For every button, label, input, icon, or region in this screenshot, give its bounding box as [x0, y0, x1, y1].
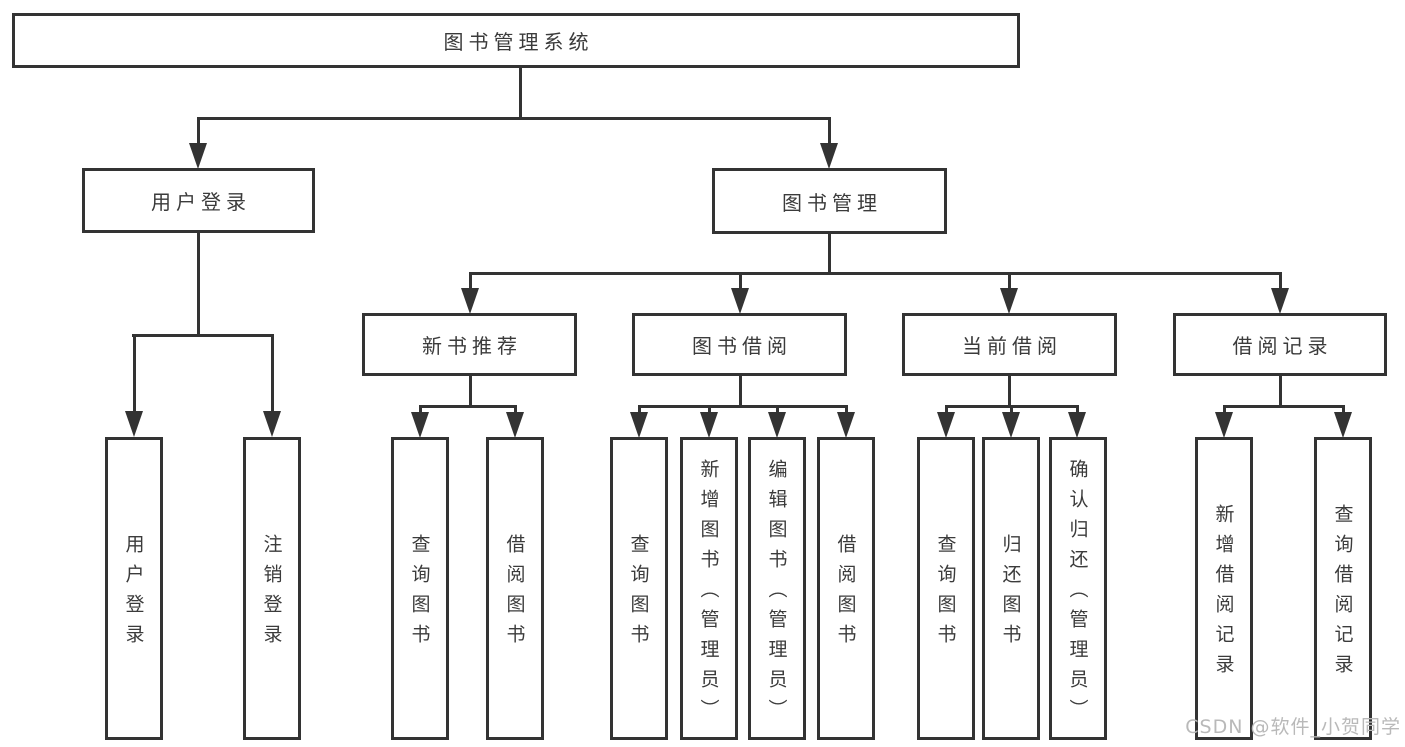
connector-root-stem: [519, 66, 522, 119]
connector-drop-add-record: [1223, 405, 1226, 414]
leaf-borrow-books-2: 借阅图书: [817, 437, 875, 740]
arrow-down-icon: [263, 411, 281, 437]
leaf-return-book: 归还图书: [982, 437, 1040, 740]
arrow-down-icon: [768, 412, 786, 438]
leaf-query-borrow-record-label: 查询借阅记录: [1331, 504, 1354, 684]
connector-drop-new-books: [469, 272, 472, 290]
leaf-user-login-label: 用户登录: [122, 534, 145, 654]
arrow-down-icon: [937, 412, 955, 438]
connector-drop-edit-book: [776, 405, 779, 414]
connector-drop-add-book: [708, 405, 711, 414]
node-new-book-recommend-label: 新书推荐: [422, 334, 522, 358]
leaf-add-book-admin-label: 新增图书（管理员）: [697, 459, 720, 729]
leaf-query-books-3: 查询图书: [917, 437, 975, 740]
connector-user-login-stem: [197, 232, 200, 336]
node-book-borrow: 图书借阅: [632, 313, 847, 376]
connector-drop-borrow-books-2: [845, 405, 848, 414]
connector-drop-leaf-logout: [271, 334, 274, 411]
leaf-query-books-2-label: 查询图书: [627, 534, 650, 654]
connector-drop-query-record: [1342, 405, 1345, 414]
node-user-login-label: 用户登录: [151, 190, 251, 214]
leaf-query-books-1: 查询图书: [391, 437, 449, 740]
arrow-down-icon: [1334, 412, 1352, 438]
connector-book-borrow-stem: [739, 374, 742, 407]
connector-drop-current-borrow: [1008, 272, 1011, 290]
arrow-down-icon: [1068, 412, 1086, 438]
connector-drop-leaf-user-login: [133, 334, 136, 411]
node-current-borrow: 当前借阅: [902, 313, 1117, 376]
connector-drop-query-books-2: [638, 405, 641, 414]
connector-book-borrow-branch: [638, 405, 847, 408]
leaf-logout-label: 注销登录: [260, 534, 283, 654]
leaf-edit-book-admin-label: 编辑图书（管理员）: [765, 459, 788, 729]
arrow-down-icon: [630, 412, 648, 438]
arrow-down-icon: [820, 143, 838, 169]
arrow-down-icon: [506, 412, 524, 438]
leaf-borrow-books-1-label: 借阅图书: [503, 534, 526, 654]
arrow-down-icon: [189, 143, 207, 169]
leaf-confirm-return-admin: 确认归还（管理员）: [1049, 437, 1107, 740]
node-root: 图书管理系统: [12, 13, 1020, 68]
connector-drop-query-books-1: [419, 405, 422, 414]
node-book-borrow-label: 图书借阅: [692, 334, 792, 358]
node-borrow-records-label: 借阅记录: [1232, 334, 1333, 358]
leaf-add-borrow-record: 新增借阅记录: [1195, 437, 1253, 740]
node-user-login: 用户登录: [82, 168, 315, 233]
connector-drop-book-mgmt: [828, 117, 831, 148]
connector-root-branch: [197, 117, 831, 120]
csdn-watermark: CSDN @软件_小贺同学: [1185, 716, 1401, 738]
leaf-query-borrow-record: 查询借阅记录: [1314, 437, 1372, 740]
node-borrow-records: 借阅记录: [1173, 313, 1387, 376]
leaf-return-book-label: 归还图书: [999, 534, 1022, 654]
arrow-down-icon: [411, 412, 429, 438]
node-current-borrow-label: 当前借阅: [962, 334, 1062, 358]
leaf-query-books-2: 查询图书: [610, 437, 668, 740]
leaf-query-books-3-label: 查询图书: [934, 534, 957, 654]
arrow-down-icon: [731, 288, 749, 314]
connector-new-books-branch: [419, 405, 517, 408]
node-new-book-recommend: 新书推荐: [362, 313, 577, 376]
connector-drop-borrow-records: [1279, 272, 1282, 290]
connector-drop-return-book: [1010, 405, 1013, 414]
connector-new-books-stem: [469, 374, 472, 407]
leaf-borrow-books-2-label: 借阅图书: [834, 534, 857, 654]
leaf-add-borrow-record-label: 新增借阅记录: [1212, 504, 1235, 684]
connector-book-mgmt-branch: [469, 272, 1281, 275]
connector-drop-user-login: [197, 117, 200, 148]
leaf-confirm-return-admin-label: 确认归还（管理员）: [1066, 459, 1089, 729]
arrow-down-icon: [461, 288, 479, 314]
node-root-label: 图书管理系统: [443, 30, 594, 54]
connector-drop-book-borrow: [739, 272, 742, 290]
connector-drop-confirm-return: [1076, 405, 1079, 414]
arrow-down-icon: [1000, 288, 1018, 314]
connector-book-mgmt-stem: [828, 233, 831, 275]
arrow-down-icon: [837, 412, 855, 438]
leaf-add-book-admin: 新增图书（管理员）: [680, 437, 738, 740]
connector-borrow-records-stem: [1279, 374, 1282, 408]
leaf-edit-book-admin: 编辑图书（管理员）: [748, 437, 806, 740]
leaf-logout: 注销登录: [243, 437, 301, 740]
node-book-management-label: 图书管理: [782, 190, 882, 215]
leaf-user-login: 用户登录: [105, 437, 163, 740]
arrow-down-icon: [1002, 412, 1020, 438]
connector-current-borrow-stem: [1008, 374, 1011, 408]
leaf-query-books-1-label: 查询图书: [408, 534, 431, 654]
connector-borrow-records-branch: [1223, 405, 1344, 408]
arrow-down-icon: [125, 411, 143, 437]
arrow-down-icon: [700, 412, 718, 438]
connector-drop-query-books-3: [945, 405, 948, 414]
node-book-management: 图书管理: [712, 168, 947, 234]
connector-drop-borrow-books-1: [514, 405, 517, 414]
connector-user-login-branch: [132, 334, 274, 337]
arrow-down-icon: [1271, 288, 1289, 314]
leaf-borrow-books-1: 借阅图书: [486, 437, 544, 740]
arrow-down-icon: [1215, 412, 1233, 438]
